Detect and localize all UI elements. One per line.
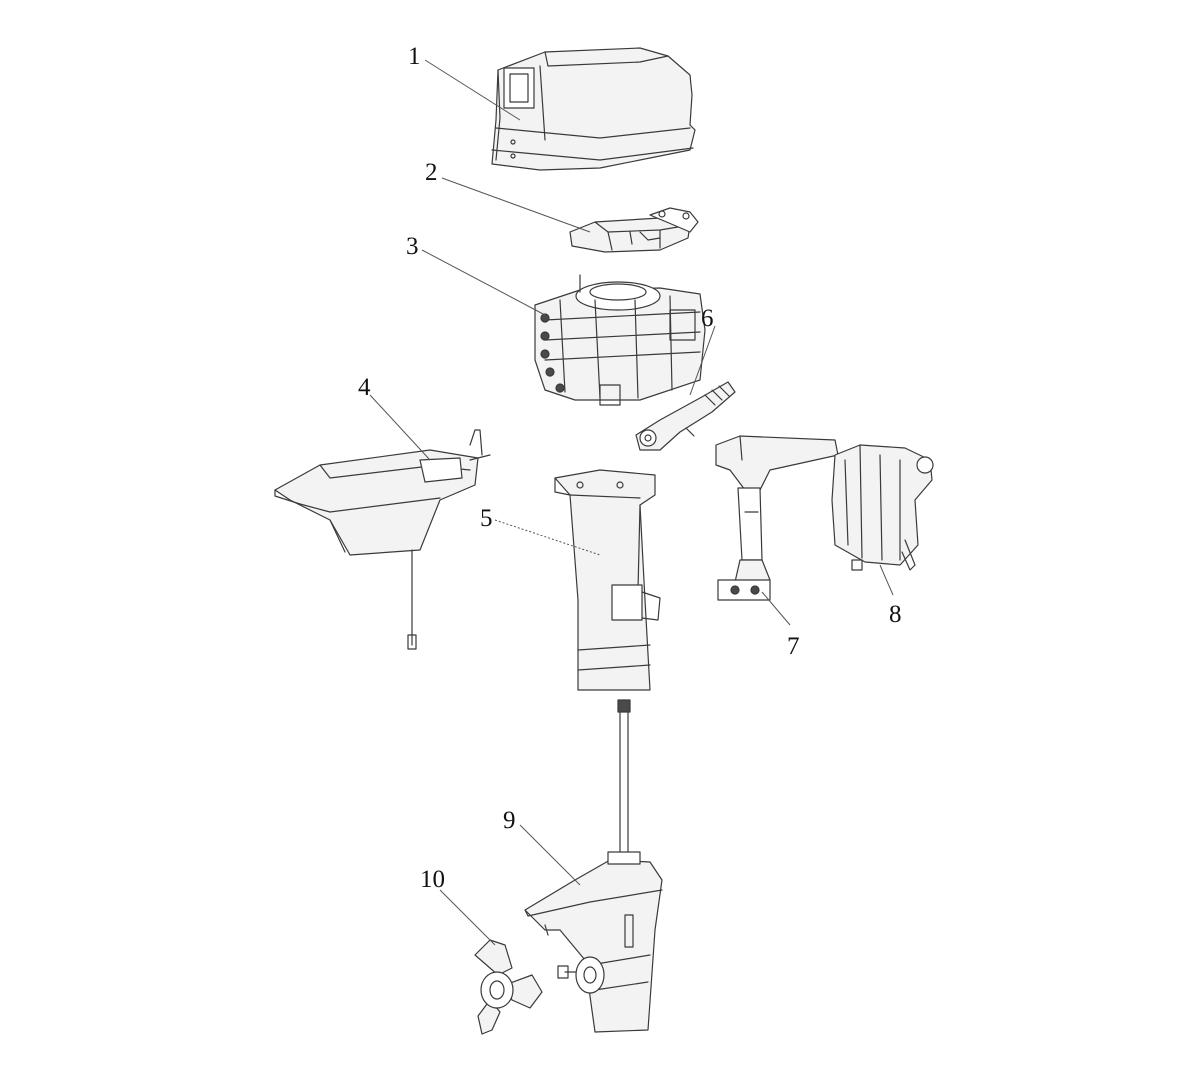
part-9-gearcase[interactable] — [524, 699, 663, 1033]
callout-10: 10 — [420, 866, 445, 893]
part-4-bottom-cowling[interactable] — [274, 429, 491, 650]
callout-2: 2 — [425, 159, 438, 186]
callout-8: 8 — [889, 601, 902, 628]
callout-3: 3 — [406, 233, 419, 260]
callout-labels: 1 2 3 4 5 6 7 8 9 10 — [358, 43, 902, 893]
part-10-propeller[interactable] — [474, 939, 543, 1035]
part-3-engine-block[interactable] — [534, 274, 706, 406]
callout-7: 7 — [787, 633, 800, 660]
part-5-midsection-housing[interactable] — [554, 469, 661, 691]
callout-1: 1 — [408, 43, 421, 70]
callout-6: 6 — [701, 305, 714, 332]
callout-9: 9 — [503, 807, 516, 834]
callout-5: 5 — [480, 505, 493, 532]
leader-lines — [369, 59, 894, 946]
part-7-swivel-bracket[interactable] — [715, 435, 839, 601]
part-8-clamp-bracket[interactable] — [831, 444, 934, 571]
part-1-top-cowling[interactable] — [491, 47, 696, 171]
callout-4: 4 — [358, 374, 371, 401]
part-2-flywheel-cover[interactable] — [569, 207, 699, 253]
part-6-tiller-handle[interactable] — [635, 381, 736, 451]
